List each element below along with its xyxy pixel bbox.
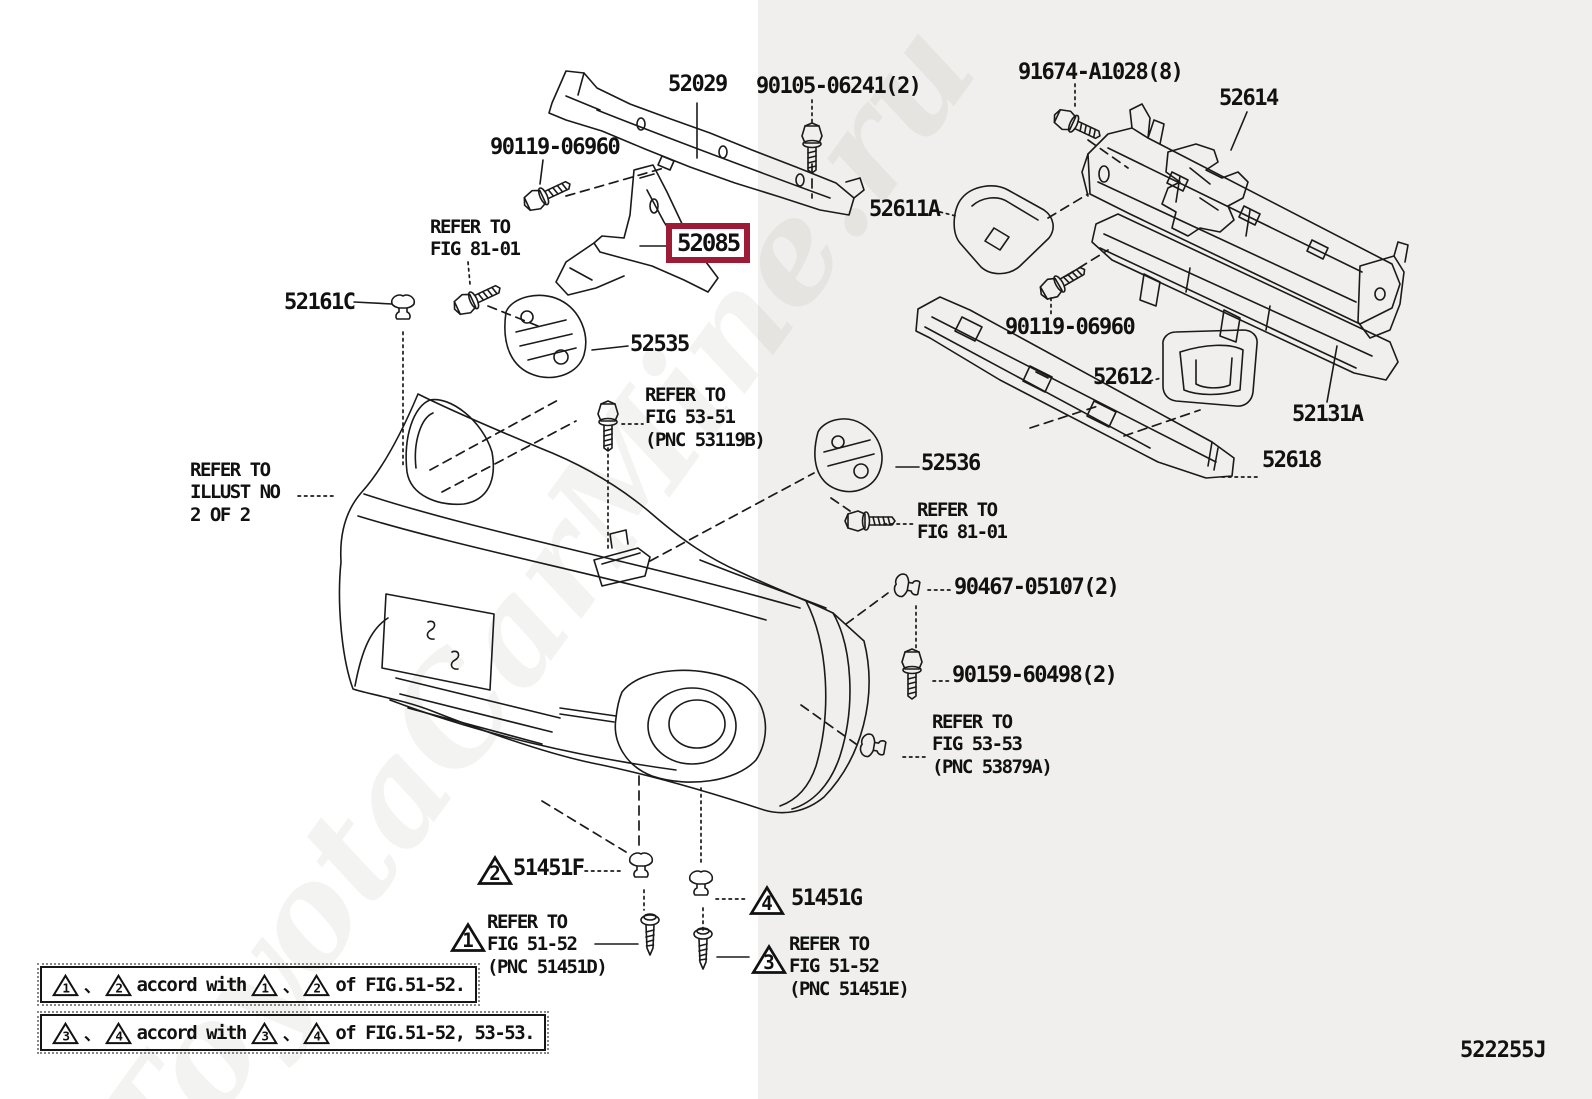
legend-text-accord: accord with bbox=[136, 1021, 248, 1044]
legend-triangle-3b: 3 bbox=[250, 1021, 278, 1045]
part-number-90119-left[interactable]: 90119-06960 bbox=[490, 135, 621, 160]
part-number-52536[interactable]: 52536 bbox=[921, 451, 981, 476]
part-number-52614[interactable]: 52614 bbox=[1219, 86, 1279, 111]
part-number-51451f[interactable]: 51451F bbox=[513, 856, 585, 881]
svg-text:3: 3 bbox=[763, 951, 775, 974]
part-drawing-52029 bbox=[548, 70, 865, 216]
svg-text:4: 4 bbox=[314, 1028, 322, 1043]
triangle-marker-4: 4 bbox=[749, 884, 785, 916]
svg-text:4: 4 bbox=[761, 892, 773, 915]
part-number-90119-right[interactable]: 90119-06960 bbox=[1005, 315, 1136, 340]
legend-box-2: 3 、 4 accord with 3 、 4 of FIG.51-52, 53… bbox=[36, 1011, 550, 1054]
part-drawing-bumper-cover bbox=[338, 393, 870, 814]
part-drawing-52131a bbox=[1091, 213, 1399, 381]
diagram-code: 522255J bbox=[1460, 1038, 1547, 1063]
part-number-52131a[interactable]: 52131A bbox=[1292, 402, 1364, 427]
svg-text:1: 1 bbox=[261, 980, 268, 995]
legend-text-tail: of FIG.51-52, 53-53. bbox=[335, 1021, 535, 1044]
part-number-52029[interactable]: 52029 bbox=[668, 72, 728, 97]
svg-text:3: 3 bbox=[261, 1028, 268, 1043]
legend-separator: 、 bbox=[282, 977, 300, 997]
svg-text:2: 2 bbox=[314, 980, 321, 995]
legend-separator: 、 bbox=[282, 1025, 300, 1045]
part-drawing-52085 bbox=[555, 164, 719, 296]
svg-text:2: 2 bbox=[115, 980, 122, 995]
part-number-52535[interactable]: 52535 bbox=[630, 332, 690, 357]
svg-text:2: 2 bbox=[489, 862, 501, 885]
triangle-marker-3: 3 bbox=[751, 943, 787, 975]
legend-separator: 、 bbox=[84, 1025, 101, 1045]
part-drawing-52611a bbox=[953, 185, 1054, 275]
triangle-marker-1: 1 bbox=[450, 921, 486, 953]
triangle-marker-2: 2 bbox=[477, 854, 513, 886]
part-number-52612[interactable]: 52612 bbox=[1093, 365, 1153, 390]
legend-triangle-4b: 4 bbox=[303, 1021, 331, 1045]
background-panel bbox=[758, 0, 1592, 1099]
part-drawing-52535 bbox=[504, 294, 587, 379]
part-drawing-52536 bbox=[814, 418, 883, 493]
part-number-52611a[interactable]: 52611A bbox=[869, 197, 941, 222]
part-number-90467[interactable]: 90467-05107(2) bbox=[954, 575, 1120, 600]
legend-triangle-2b: 2 bbox=[303, 973, 331, 997]
svg-text:4: 4 bbox=[115, 1028, 123, 1043]
svg-text:1: 1 bbox=[62, 980, 69, 995]
svg-text:1: 1 bbox=[462, 929, 474, 952]
legend-triangle-4: 4 bbox=[104, 1021, 132, 1045]
legend-text-accord: accord with bbox=[136, 973, 248, 996]
part-number-51451g[interactable]: 51451G bbox=[791, 886, 863, 911]
part-number-90159[interactable]: 90159-60498(2) bbox=[952, 663, 1118, 688]
legend-triangle-1b: 1 bbox=[250, 973, 278, 997]
part-drawing-52614 bbox=[1161, 143, 1249, 237]
part-number-52161c[interactable]: 52161C bbox=[284, 290, 356, 315]
part-drawing-radiator-support bbox=[1081, 103, 1409, 339]
svg-text:3: 3 bbox=[62, 1028, 69, 1043]
highlighted-part-number: 52085 bbox=[677, 229, 741, 257]
legend-text-tail: of FIG.51-52. bbox=[335, 973, 466, 996]
legend-box-1: 1 、 2 accord with 1 、 2 of FIG.51-52. bbox=[37, 963, 480, 1006]
part-number-90105[interactable]: 90105-06241(2) bbox=[756, 74, 922, 99]
legend-separator: 、 bbox=[84, 977, 101, 997]
legend-triangle-3: 3 bbox=[52, 1021, 79, 1045]
legend-triangle-2: 2 bbox=[104, 973, 132, 997]
part-number-52618[interactable]: 52618 bbox=[1262, 448, 1322, 473]
leader-lines bbox=[297, 83, 1338, 958]
legend-triangle-1: 1 bbox=[52, 973, 79, 997]
highlighted-part-52085[interactable]: 52085 bbox=[666, 223, 751, 263]
part-drawing-52618 bbox=[915, 296, 1235, 479]
part-drawing-52612 bbox=[1162, 329, 1258, 407]
part-number-91674[interactable]: 91674-A1028(8) bbox=[1018, 60, 1184, 85]
